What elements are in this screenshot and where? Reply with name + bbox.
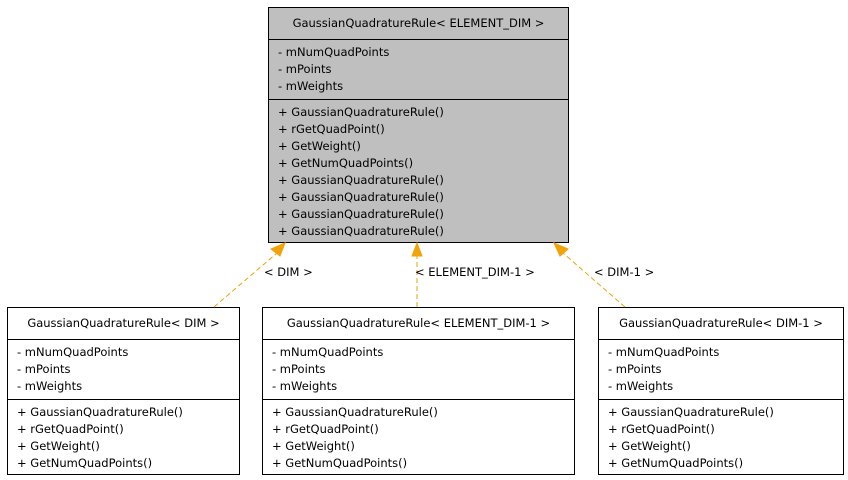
attribute: - mNumQuadPoints xyxy=(278,45,390,59)
method: + GetWeight() xyxy=(17,439,100,453)
edge-arrowhead-element-dim-1 xyxy=(411,241,423,257)
class-box-element-dim-1[interactable]: GaussianQuadratureRule< ELEMENT_DIM-1 > … xyxy=(262,307,575,475)
method: + GaussianQuadratureRule() xyxy=(272,405,438,419)
edge-arrowhead-dim-1 xyxy=(553,242,569,257)
edge-line-dim xyxy=(213,252,278,308)
attribute: - mNumQuadPoints xyxy=(17,345,129,359)
class-box-main[interactable]: GaussianQuadratureRule< ELEMENT_DIM > - … xyxy=(268,7,569,243)
attribute: - mWeights xyxy=(278,79,344,93)
class-title: GaussianQuadratureRule< DIM > xyxy=(8,308,239,340)
class-title: GaussianQuadratureRule< ELEMENT_DIM > xyxy=(269,8,568,40)
class-title: GaussianQuadratureRule< DIM-1 > xyxy=(599,308,843,340)
edge-label-dim: < DIM > xyxy=(264,265,313,279)
method: + rGetQuadPoint() xyxy=(17,422,124,436)
attribute: - mWeights xyxy=(608,379,674,393)
method: + GetNumQuadPoints() xyxy=(608,456,744,470)
methods-section: + GaussianQuadratureRule() + rGetQuadPoi… xyxy=(8,400,239,476)
method: + GaussianQuadratureRule() xyxy=(278,207,444,221)
methods-section: + GaussianQuadratureRule() + rGetQuadPoi… xyxy=(269,100,568,244)
class-box-dim-1[interactable]: GaussianQuadratureRule< DIM-1 > - mNumQu… xyxy=(598,307,844,475)
attribute: - mWeights xyxy=(272,379,338,393)
class-box-dim[interactable]: GaussianQuadratureRule< DIM > - mNumQuad… xyxy=(7,307,240,475)
method: + GetNumQuadPoints() xyxy=(17,456,153,470)
attribute: - mPoints xyxy=(17,362,71,376)
attribute: - mPoints xyxy=(608,362,662,376)
method: + rGetQuadPoint() xyxy=(272,422,379,436)
attributes-section: - mNumQuadPoints - mPoints - mWeights xyxy=(599,340,843,400)
attribute: - mPoints xyxy=(278,62,332,76)
edge-arrowhead-dim xyxy=(270,242,286,257)
attribute: - mNumQuadPoints xyxy=(272,345,384,359)
method: + GetWeight() xyxy=(608,439,691,453)
method: + GaussianQuadratureRule() xyxy=(17,405,183,419)
attribute: - mWeights xyxy=(17,379,83,393)
method: + rGetQuadPoint() xyxy=(608,422,715,436)
attributes-section: - mNumQuadPoints - mPoints - mWeights xyxy=(263,340,574,400)
class-title: GaussianQuadratureRule< ELEMENT_DIM-1 > xyxy=(263,308,574,340)
method: + rGetQuadPoint() xyxy=(278,122,385,136)
method: + GaussianQuadratureRule() xyxy=(278,224,444,238)
attributes-section: - mNumQuadPoints - mPoints - mWeights xyxy=(8,340,239,400)
attribute: - mNumQuadPoints xyxy=(608,345,720,359)
method: + GaussianQuadratureRule() xyxy=(278,190,444,204)
attribute: - mPoints xyxy=(272,362,326,376)
method: + GetNumQuadPoints() xyxy=(272,456,408,470)
method: + GetWeight() xyxy=(272,439,355,453)
methods-section: + GaussianQuadratureRule() + rGetQuadPoi… xyxy=(599,400,843,476)
attributes-section: - mNumQuadPoints - mPoints - mWeights xyxy=(269,40,568,100)
methods-section: + GaussianQuadratureRule() + rGetQuadPoi… xyxy=(263,400,574,476)
edge-label-element-dim-1: < ELEMENT_DIM-1 > xyxy=(415,265,535,279)
method: + GetWeight() xyxy=(278,139,361,153)
edge-line-dim-1 xyxy=(562,252,626,308)
method: + GetNumQuadPoints() xyxy=(278,156,414,170)
method: + GaussianQuadratureRule() xyxy=(278,173,444,187)
method: + GaussianQuadratureRule() xyxy=(608,405,774,419)
edge-label-dim-1: < DIM-1 > xyxy=(594,265,655,279)
method: + GaussianQuadratureRule() xyxy=(278,105,444,119)
